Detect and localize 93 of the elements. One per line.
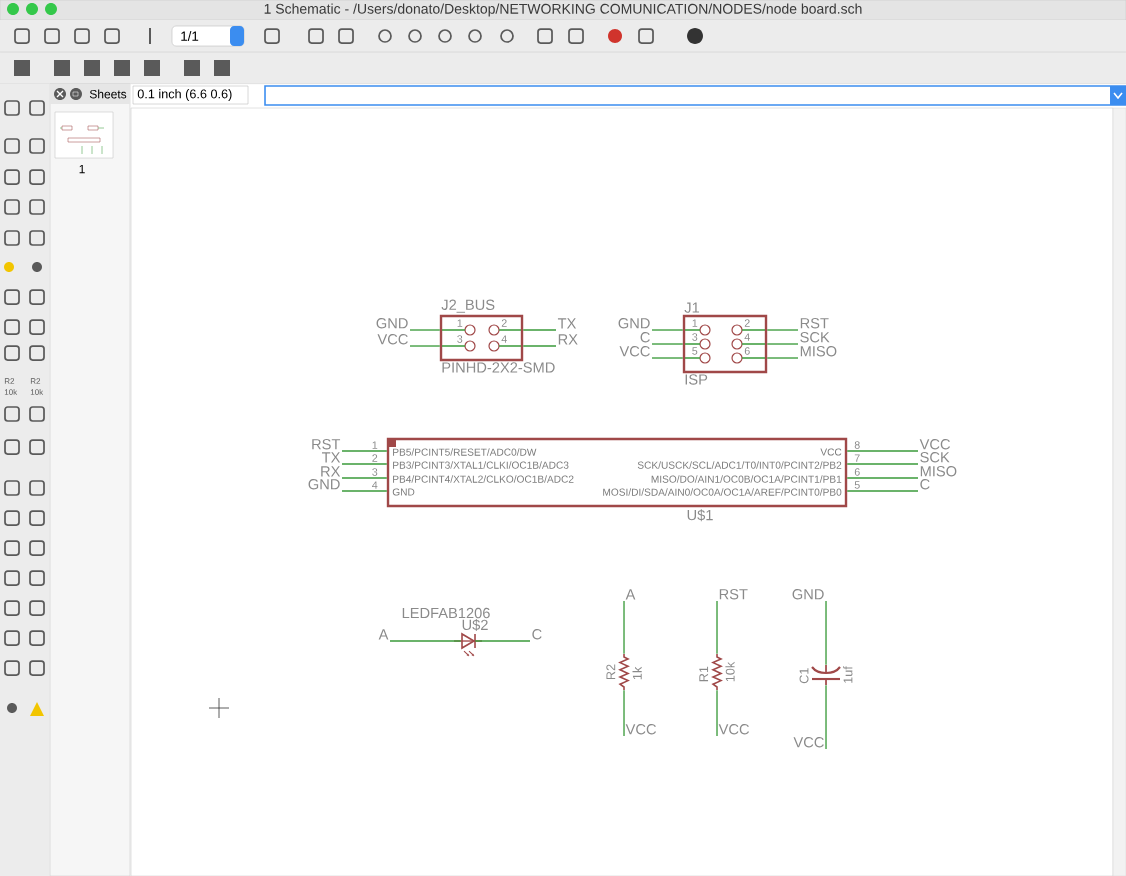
wire — [766, 357, 799, 359]
wire — [846, 463, 919, 465]
wire — [716, 689, 718, 737]
net-label: GND — [308, 479, 340, 490]
net-label: RST — [800, 318, 829, 329]
net-label: RX — [558, 334, 578, 345]
wire — [651, 343, 684, 345]
net-label: A — [625, 589, 636, 600]
pin-name: PB4/PCINT4/XTAL2/CLKO/OC1B/ADC2 — [393, 475, 574, 483]
wire — [341, 477, 388, 479]
wire — [716, 600, 718, 655]
net-label: TX — [557, 318, 577, 329]
tool-label: 10k — [30, 389, 44, 395]
wire — [389, 640, 462, 642]
pin-number: 3 — [692, 333, 698, 341]
title-bar: 1 Schematic - /Users/donato/Desktop/NETWORKING COMUNICATION/NODES/node board.sch — [0, 0, 1126, 21]
pin-number: 5 — [854, 481, 860, 489]
wire — [651, 357, 684, 359]
part-value: PINHD-2X2-SMD — [442, 362, 555, 373]
wire — [522, 329, 557, 331]
pin-number: 1 — [372, 441, 378, 449]
wire — [651, 329, 684, 331]
net-label: C — [532, 629, 542, 640]
tool-label: 10k — [4, 389, 18, 395]
pin-name: PB3/PCINT3/XTAL1/CLKI/OC1B/ADC3 — [393, 461, 569, 469]
wire — [846, 450, 919, 452]
net-label: SCK — [920, 452, 950, 463]
net-label: MISO — [800, 346, 837, 357]
tool-label: R2 — [30, 378, 41, 384]
pin-number: 3 — [372, 468, 378, 476]
pin-name: SCK/USCK/SCL/ADC1/T0/INT0/PCINT2/PB2 — [637, 461, 842, 469]
wire — [766, 343, 799, 345]
pin-name: MOSI/DI/SDA/AIN0/OC0A/OC1A/AREF/PCINT0/PB0 — [603, 488, 842, 496]
wire — [623, 600, 625, 655]
wire — [766, 329, 799, 331]
net-label: RX — [321, 466, 341, 477]
net-label: VCC — [919, 439, 950, 450]
pin-number: 2 — [372, 454, 378, 462]
net-label: SCK — [800, 332, 830, 343]
net-label: C — [920, 479, 930, 490]
pin-number: 4 — [744, 333, 750, 341]
part-name: U$1 — [687, 509, 713, 522]
wire — [522, 345, 557, 347]
net-label: RST — [719, 589, 748, 600]
pin-number: 4 — [372, 481, 378, 489]
part-value: LEDFAB1206 — [402, 607, 490, 619]
part-value: ISP — [685, 374, 708, 385]
net-label: GND — [376, 318, 408, 329]
net-label: VCC — [619, 346, 650, 357]
net-label: VCC — [793, 737, 824, 748]
pin-number: 5 — [692, 347, 698, 355]
wire — [474, 640, 531, 642]
net-label: VCC — [718, 724, 749, 735]
wire — [341, 463, 388, 465]
net-label: RST — [312, 439, 341, 450]
wire — [409, 345, 441, 347]
pin-number: 8 — [854, 441, 860, 449]
pin-number: 4 — [501, 335, 507, 343]
pin-number: 3 — [457, 335, 463, 343]
net-label: VCC — [377, 334, 408, 345]
part-name: U$2 — [462, 619, 488, 631]
wire — [623, 689, 625, 737]
wire — [825, 600, 827, 666]
pin-name: VCC — [820, 448, 842, 456]
pin-number: 7 — [854, 454, 860, 462]
net-label: TX — [322, 452, 341, 463]
page-field: 1/1 — [171, 25, 245, 47]
wire — [825, 684, 827, 750]
pin-name: GND — [392, 488, 415, 496]
net-label: C — [640, 332, 650, 343]
pin-number: 6 — [854, 468, 860, 476]
wire — [409, 329, 441, 331]
wire — [341, 450, 388, 452]
pin-name: MISO/DO/AIN1/OC0B/OC1A/PCINT1/PB1 — [651, 475, 842, 483]
net-label: GND — [618, 318, 650, 329]
part-name: J2_BUS — [441, 299, 495, 313]
net-label: A — [378, 629, 389, 640]
net-label: MISO — [920, 466, 957, 477]
pin-number: 2 — [501, 319, 507, 327]
tool-label: R2 — [4, 378, 15, 384]
page-number: 1 — [79, 164, 85, 174]
pin-number: 1 — [692, 319, 698, 327]
coordinate-field: 0.1 inch (6.6 0.6) — [132, 85, 249, 105]
wire — [846, 490, 919, 492]
pin-number: 6 — [744, 347, 750, 355]
pin-number: 2 — [744, 319, 750, 327]
pin-number: 1 — [457, 319, 463, 327]
net-label: VCC — [625, 724, 656, 735]
wire — [341, 490, 388, 492]
pin-name: PB5/PCINT5/RESET/ADC0/DW — [393, 448, 537, 456]
net-label: GND — [792, 589, 824, 600]
wire — [846, 477, 919, 479]
part-name: J1 — [684, 302, 700, 313]
